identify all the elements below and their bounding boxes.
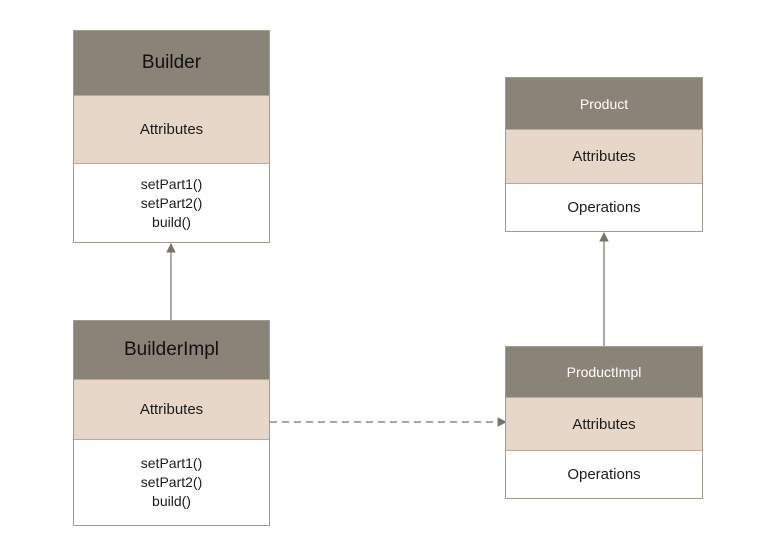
builder-attributes: Attributes [74, 95, 269, 163]
builder-operation: build() [152, 213, 191, 230]
builderimpl-operation: setPart2() [140, 474, 203, 490]
builder-class: Builder Attributes setPart1() setPart2()… [73, 30, 270, 243]
builderimpl-operation: build() [152, 493, 191, 509]
product-operations: Operations [506, 183, 702, 231]
builderimpl-class-name: BuilderImpl [74, 321, 269, 379]
builder-operation: setPart1() [140, 175, 203, 192]
builderimpl-operations: setPart1() setPart2() build() [74, 439, 269, 525]
builderimpl-attributes: Attributes [74, 379, 269, 439]
product-class: Product Attributes Operations [505, 77, 703, 232]
product-attributes: Attributes [506, 129, 702, 183]
builder-operations: setPart1() setPart2() build() [74, 163, 269, 242]
builderimpl-class: BuilderImpl Attributes setPart1() setPar… [73, 320, 270, 526]
productimpl-class-name: ProductImpl [506, 347, 702, 397]
builderimpl-operation: setPart1() [140, 455, 203, 471]
productimpl-operations: Operations [506, 450, 702, 498]
builder-class-name: Builder [74, 31, 269, 95]
productimpl-attributes: Attributes [506, 397, 702, 450]
product-class-name: Product [506, 78, 702, 129]
productimpl-class: ProductImpl Attributes Operations [505, 346, 703, 499]
builder-operation: setPart2() [140, 194, 203, 211]
